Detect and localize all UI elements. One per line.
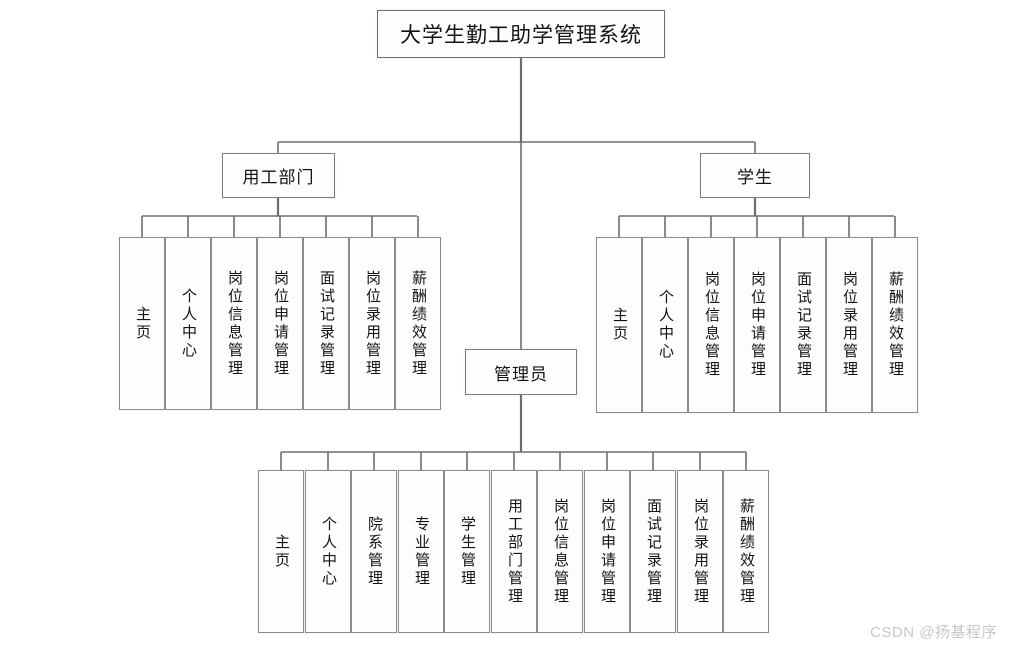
- node-branch-employer[interactable]: 用工部门: [222, 153, 335, 198]
- leaf-admin-9-label: 岗位录用管理: [691, 497, 709, 606]
- leaf-admin-2[interactable]: 院系管理: [351, 470, 397, 633]
- node-root-system[interactable]: 大学生勤工助学管理系统: [377, 10, 665, 58]
- leaf-student-2[interactable]: 岗位信息管理: [688, 237, 734, 413]
- node-branch-admin[interactable]: 管理员: [465, 349, 577, 395]
- leaf-admin-0[interactable]: 主页: [258, 470, 304, 633]
- leaf-admin-10-label: 薪酬绩效管理: [737, 497, 755, 606]
- leaf-student-1[interactable]: 个人中心: [642, 237, 688, 413]
- leaf-admin-7[interactable]: 岗位申请管理: [584, 470, 630, 633]
- leaf-student-6-label: 薪酬绩效管理: [886, 271, 904, 379]
- leaf-admin-0-label: 主页: [272, 533, 290, 570]
- leaf-employer-3[interactable]: 岗位申请管理: [257, 237, 303, 410]
- leaf-student-5-label: 岗位录用管理: [840, 271, 858, 379]
- leaf-student-5[interactable]: 岗位录用管理: [826, 237, 872, 413]
- leaf-employer-5-label: 岗位录用管理: [363, 269, 381, 378]
- leaf-student-0-label: 主页: [610, 307, 628, 343]
- leaf-admin-5[interactable]: 用工部门管理: [491, 470, 537, 633]
- node-branch-student[interactable]: 学生: [700, 153, 810, 198]
- leaf-student-4-label: 面试记录管理: [794, 271, 812, 379]
- node-branch-student-label: 学生: [737, 168, 773, 187]
- leaf-admin-1[interactable]: 个人中心: [305, 470, 351, 633]
- leaf-admin-8[interactable]: 面试记录管理: [630, 470, 676, 633]
- leaf-admin-9[interactable]: 岗位录用管理: [677, 470, 723, 633]
- node-branch-admin-label: 管理员: [494, 364, 548, 384]
- leaf-employer-6[interactable]: 薪酬绩效管理: [395, 237, 441, 410]
- leaf-employer-6-label: 薪酬绩效管理: [409, 269, 427, 378]
- leaf-employer-1[interactable]: 个人中心: [165, 237, 211, 410]
- csdn-watermark: CSDN @扬基程序: [870, 624, 997, 641]
- leaf-student-3-label: 岗位申请管理: [748, 271, 766, 379]
- leaf-admin-3[interactable]: 专业管理: [398, 470, 444, 633]
- leaf-employer-4[interactable]: 面试记录管理: [303, 237, 349, 410]
- leaf-admin-6-label: 岗位信息管理: [551, 497, 569, 606]
- leaf-student-2-label: 岗位信息管理: [702, 271, 720, 379]
- leaf-student-6[interactable]: 薪酬绩效管理: [872, 237, 918, 413]
- leaf-employer-4-label: 面试记录管理: [317, 269, 335, 378]
- leaf-admin-4[interactable]: 学生管理: [444, 470, 490, 633]
- leaf-employer-2-label: 岗位信息管理: [225, 269, 243, 378]
- leaf-employer-0[interactable]: 主页: [119, 237, 165, 410]
- leaf-student-3[interactable]: 岗位申请管理: [734, 237, 780, 413]
- leaf-admin-10[interactable]: 薪酬绩效管理: [723, 470, 769, 633]
- leaf-employer-2[interactable]: 岗位信息管理: [211, 237, 257, 410]
- leaf-admin-6[interactable]: 岗位信息管理: [537, 470, 583, 633]
- node-branch-employer-label: 用工部门: [242, 168, 315, 187]
- leaf-admin-1-label: 个人中心: [319, 515, 337, 588]
- leaf-admin-3-label: 专业管理: [412, 515, 430, 588]
- leaf-admin-4-label: 学生管理: [458, 515, 476, 588]
- leaf-student-4[interactable]: 面试记录管理: [780, 237, 826, 413]
- leaf-student-1-label: 个人中心: [656, 289, 674, 361]
- node-root-label: 大学生勤工助学管理系统: [400, 24, 642, 47]
- leaf-admin-5-label: 用工部门管理: [505, 497, 523, 606]
- leaf-employer-5[interactable]: 岗位录用管理: [349, 237, 395, 410]
- leaf-admin-2-label: 院系管理: [365, 515, 383, 588]
- leaf-employer-3-label: 岗位申请管理: [271, 269, 289, 378]
- leaf-employer-1-label: 个人中心: [179, 287, 197, 360]
- leaf-admin-8-label: 面试记录管理: [644, 497, 662, 606]
- leaf-admin-7-label: 岗位申请管理: [598, 497, 616, 606]
- leaf-student-0[interactable]: 主页: [596, 237, 642, 413]
- leaf-employer-0-label: 主页: [133, 305, 151, 342]
